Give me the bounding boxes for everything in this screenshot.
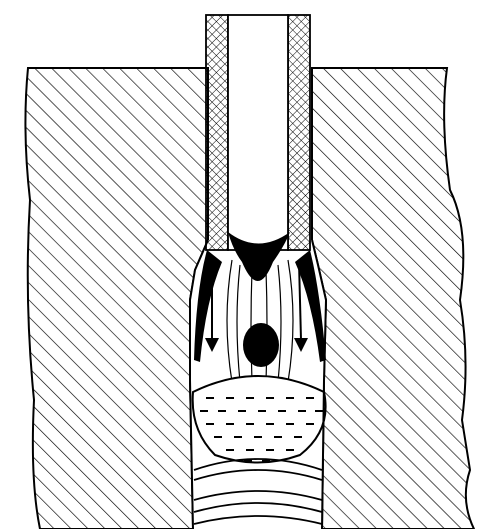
base-metal-right: [312, 68, 474, 529]
weld-pool: [193, 376, 326, 463]
electrode-core: [228, 15, 288, 250]
metal-droplet: [243, 323, 279, 367]
electrode-coating-left: [206, 15, 228, 250]
base-metal-left: [25, 68, 208, 529]
electrode-coating-right: [288, 15, 310, 250]
